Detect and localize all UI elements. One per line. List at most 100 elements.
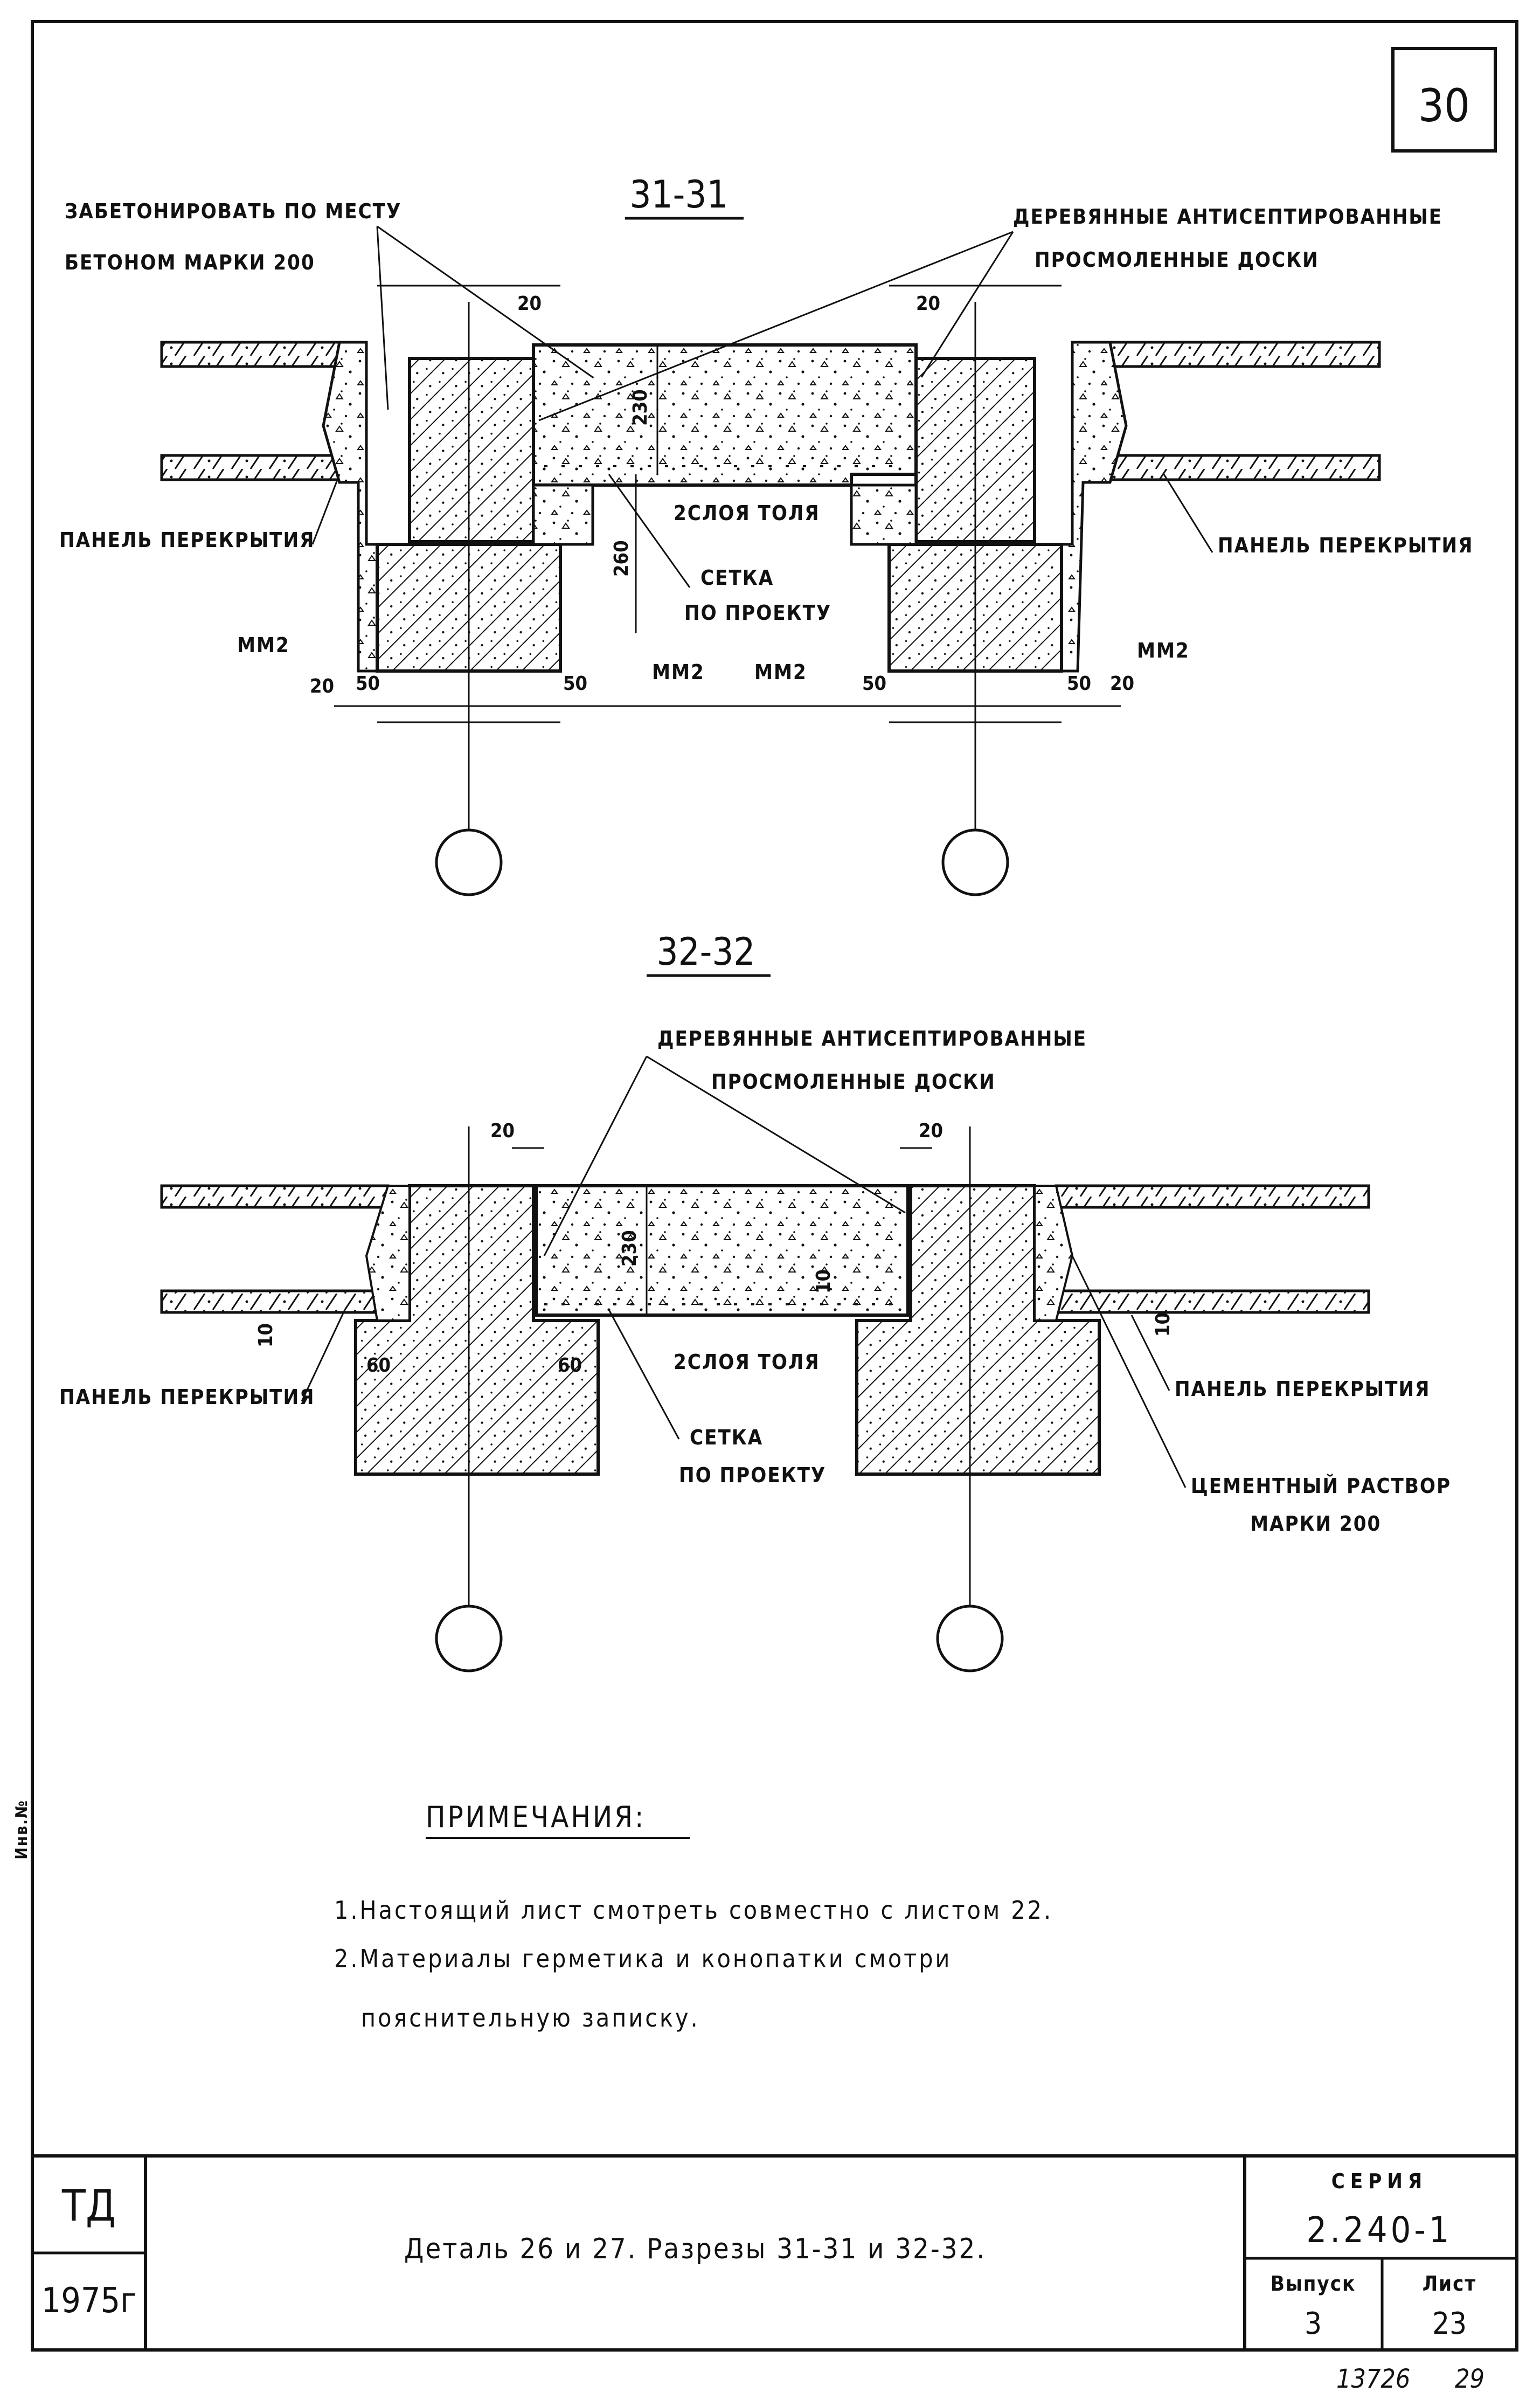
axis-marker-right-31 [941, 828, 1009, 896]
dim-b50-2: 50 [563, 673, 587, 695]
notes-line-3: пояснительную записку. [361, 2003, 700, 2032]
concrete-fill-right [1060, 341, 1128, 673]
lower-joint-31 [532, 483, 594, 546]
lower-joint-31-right [850, 483, 918, 546]
footer-page: 29 [1455, 2364, 1484, 2394]
dim-230-32: 230 [619, 1230, 641, 1267]
leader-concrete-2 [376, 226, 389, 410]
label-boards-32-2: ПРОСМОЛЕННЫЕ ДОСКИ [711, 1070, 996, 1094]
label-mesh-31-2: ПО ПРОЕКТУ [684, 601, 831, 625]
leader-panel-right-32 [1130, 1315, 1170, 1391]
notes-block: ПРИМЕЧАНИЯ: 1.Настоящий лист смотреть со… [334, 1800, 1053, 2032]
slab32-right-top [1055, 1184, 1370, 1209]
tb-issue-value: 3 [1305, 2306, 1322, 2341]
dim-60-right-32: 60 [558, 1354, 582, 1377]
dim-20-left-32: 20 [490, 1120, 515, 1142]
tb-org: ТД [61, 2181, 116, 2231]
dim-b20-1: 20 [310, 675, 334, 697]
slab32-right-bottom [1055, 1289, 1370, 1314]
leader-boards-32-b [646, 1055, 906, 1214]
block-upper-left [408, 357, 535, 543]
axis-marker-left-31 [435, 828, 503, 896]
concrete-fill-left [322, 341, 379, 673]
joint-concrete-31 [532, 343, 918, 487]
dim-20-left-31: 20 [517, 293, 542, 315]
tb-issue-label: Выпуск [1271, 2272, 1356, 2296]
label-tol-32: 2СЛОЯ ТОЛЯ [674, 1350, 820, 1374]
leader-mortar [1071, 1255, 1187, 1488]
footer-inventory: 13726 [1336, 2364, 1410, 2394]
dim-b50-4: 50 [1067, 673, 1091, 695]
label-mesh-32-2: ПО ПРОЕКТУ [679, 1463, 826, 1487]
tb-title: Деталь 26 и 27. Разрезы 31-31 и 32-32. [404, 2233, 986, 2265]
slab-left-bottom [160, 454, 341, 481]
tb-sheet-label: Лист [1423, 2272, 1476, 2296]
leader-panel-left-31 [311, 474, 341, 545]
mm2-label-1: ММ2 [237, 633, 290, 657]
leader-panel-right-31 [1163, 474, 1213, 553]
tb-sheet-value: 23 [1432, 2306, 1467, 2341]
dim-10-right-32: 10 [1152, 1312, 1174, 1337]
slab32-left-bottom [160, 1289, 390, 1314]
title-block: ТД 1975г Деталь 26 и 27. Разрезы 31-31 и… [32, 2154, 1517, 2350]
notes-line-2: 2.Материалы герметика и конопатки смотри [334, 1944, 952, 1973]
dim-b20-2: 20 [1110, 673, 1134, 695]
mortar-fill-right [1033, 1185, 1074, 1322]
slab-left-top [160, 341, 341, 368]
label-mesh-32-1: СЕТКА [690, 1426, 763, 1449]
leader-panel-left-32 [301, 1309, 346, 1402]
section-32-title: 32-32 [657, 930, 755, 974]
leader-mesh-32 [608, 1309, 680, 1440]
label-boards-32-1: ДЕРЕВЯННЫЕ АНТИСЕПТИРОВАННЫЕ [657, 1027, 1087, 1050]
mm2-label-4: ММ2 [1137, 639, 1190, 662]
label-boards-31-2: ПРОСМОЛЕННЫЕ ДОСКИ [1035, 248, 1319, 272]
label-mortar-2: МАРКИ 200 [1250, 1512, 1381, 1536]
dim-260-31: 260 [611, 540, 633, 577]
slab-right-bottom [1108, 454, 1381, 481]
mm2-label-2: ММ2 [652, 660, 705, 684]
side-stamp: Инв.№ [12, 1800, 31, 1859]
label-mortar-1: ЦЕМЕНТНЫЙ РАСТВОР [1191, 1474, 1451, 1498]
label-panel-right-32: ПАНЕЛЬ ПЕРЕКРЫТИЯ [1175, 1377, 1430, 1401]
dim-230-31: 230 [629, 389, 651, 426]
leader-boards-32-a [543, 1056, 648, 1256]
section-31-title: 31-31 [630, 172, 729, 217]
tb-series-label: СЕРИЯ [1331, 2169, 1427, 2193]
axis-marker-right-32 [936, 1605, 1004, 1672]
notes-line-1: 1.Настоящий лист смотреть совместно с ли… [334, 1896, 1053, 1925]
sheet-number: 30 [1418, 79, 1470, 132]
mortar-fill-left [365, 1185, 411, 1322]
leader-mesh-31 [608, 474, 691, 588]
leader-boards-31-a [538, 231, 1014, 421]
dim-10-mid-32: 10 [813, 1269, 835, 1294]
label-concrete-1: ЗАБЕТОНИРОВАТЬ ПО МЕСТУ [65, 199, 401, 223]
label-panel-right-31: ПАНЕЛЬ ПЕРЕКРЫТИЯ [1218, 534, 1473, 557]
label-boards-31-1: ДЕРЕВЯННЫЕ АНТИСЕПТИРОВАННЫЕ [1013, 205, 1442, 229]
label-tol-31: 2СЛОЯ ТОЛЯ [674, 501, 820, 525]
dim-b50-3: 50 [862, 673, 886, 695]
notes-heading: ПРИМЕЧАНИЯ: [426, 1800, 646, 1834]
dim-20-right-32: 20 [919, 1120, 943, 1142]
dim-20-right-31: 20 [916, 293, 940, 315]
mm2-label-3: ММ2 [754, 660, 807, 684]
label-panel-left-31: ПАНЕЛЬ ПЕРЕКРЫТИЯ [59, 528, 315, 552]
tb-year: 1975г [41, 2281, 137, 2321]
axis-marker-left-32 [435, 1605, 503, 1672]
leader-concrete-1 [377, 225, 593, 378]
section-31-31: 31-31 230 260 20 20 20 50 [59, 172, 1473, 896]
label-concrete-2: БЕТОНОМ МАРКИ 200 [65, 251, 315, 274]
dim-60-left-32: 60 [366, 1354, 391, 1377]
sheet-number-box [1391, 47, 1497, 153]
dim-10-left-32: 10 [255, 1323, 277, 1347]
slab32-left-top [160, 1184, 390, 1209]
section-32-32: 32-32 230 10 10 10 60 60 20 20 ДЕРЕВЯННЫ… [59, 930, 1451, 1672]
label-panel-left-32: ПАНЕЛЬ ПЕРЕКРЫТИЯ [59, 1385, 315, 1409]
label-mesh-31-1: СЕТКА [700, 566, 774, 590]
outer-frame [31, 20, 1518, 2352]
tb-series-value: 2.240-1 [1306, 2209, 1452, 2251]
leader-boards-31-b [920, 231, 1014, 378]
slab-right-top [1108, 341, 1381, 368]
dim-b50-1: 50 [356, 673, 380, 695]
joint-concrete-32 [535, 1184, 910, 1317]
